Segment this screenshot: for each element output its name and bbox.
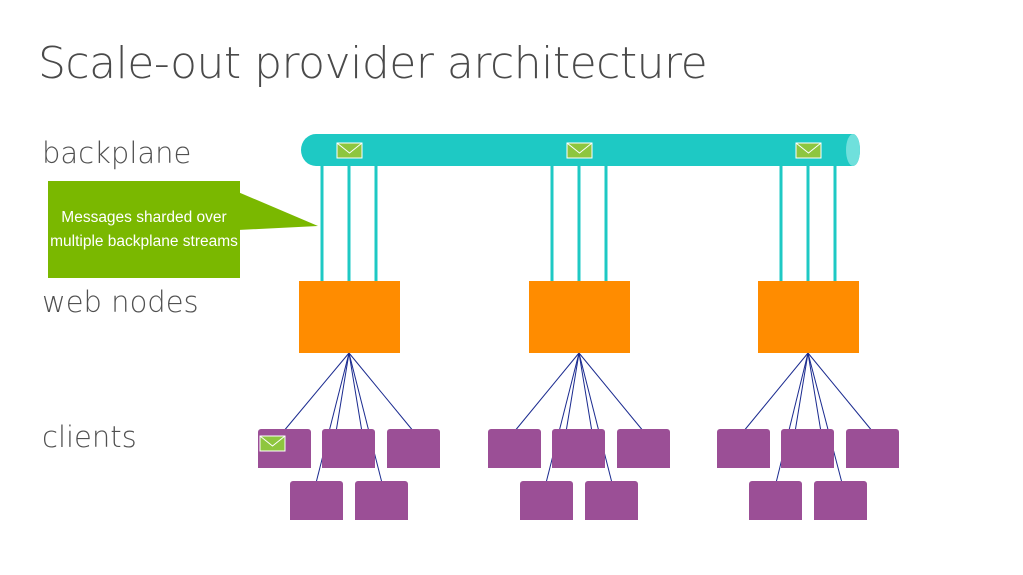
envelope-icon	[336, 142, 363, 159]
callout-text: Messages sharded over multiple backplane…	[50, 208, 238, 250]
client-node	[552, 429, 605, 468]
client-node	[322, 429, 375, 468]
backplane-streams	[320, 165, 837, 282]
web-nodes-label: web nodes	[42, 285, 199, 319]
client-node	[488, 429, 541, 468]
web-node	[758, 281, 859, 353]
slide-title: Scale-out provider architecture	[38, 38, 708, 89]
envelope-icon	[259, 435, 286, 452]
client-node	[717, 429, 770, 468]
client-node	[781, 429, 834, 468]
callout	[48, 181, 318, 278]
client-connections	[282, 352, 874, 484]
client-node	[749, 481, 802, 520]
client-node	[387, 429, 440, 468]
clients-label: clients	[42, 420, 137, 454]
backplane-label: backplane	[42, 136, 192, 170]
client-node	[846, 429, 899, 468]
client-group	[488, 429, 670, 520]
envelope-icon	[795, 142, 822, 159]
client-node	[520, 481, 573, 520]
callout-pointer	[238, 192, 318, 230]
web-node	[529, 281, 630, 353]
client-node	[290, 481, 343, 520]
callout-box	[48, 181, 240, 278]
client-node	[355, 481, 408, 520]
client-node	[814, 481, 867, 520]
client-group	[717, 429, 899, 520]
envelope-icon	[566, 142, 593, 159]
client-node	[585, 481, 638, 520]
client-node	[617, 429, 670, 468]
web-node	[299, 281, 400, 353]
